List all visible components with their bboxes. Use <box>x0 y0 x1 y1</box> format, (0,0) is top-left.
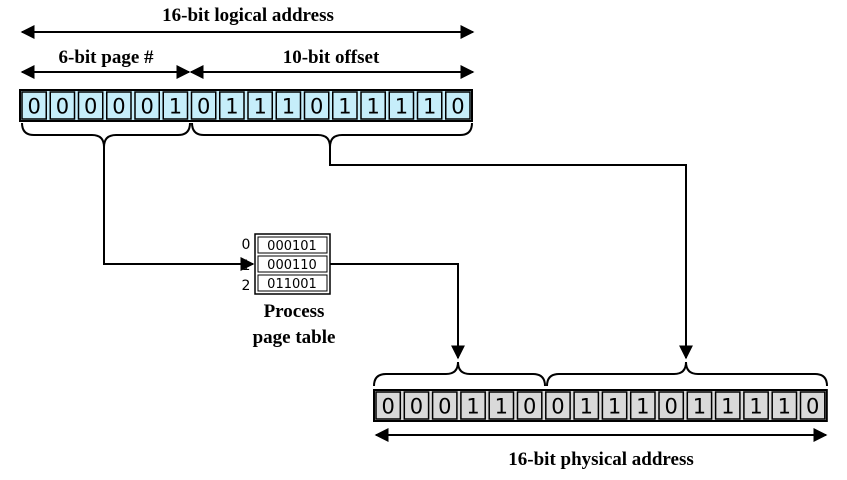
physical-bit-cell <box>460 391 486 420</box>
frame-number-to-physical-arrow <box>330 263 465 360</box>
logical-bit: 1 <box>338 95 351 119</box>
physical-bit-cell <box>658 391 685 420</box>
physical-bit: 1 <box>693 395 706 419</box>
page-table-entry-0-box <box>257 236 328 254</box>
logical-bit: 1 <box>253 95 266 119</box>
logical-bit-cell <box>134 91 160 120</box>
page-table-caption-line1: Process <box>264 301 325 322</box>
logical-bit-cell <box>190 91 217 120</box>
logical-bit-cell <box>219 91 245 120</box>
physical-bit-cell <box>601 391 628 420</box>
physical-bit-cell <box>488 391 515 420</box>
physical-bit-cell <box>545 391 571 420</box>
physical-bit-cell <box>799 391 826 420</box>
logical-bit: 1 <box>395 95 408 119</box>
page-table-entry-1: 000110 <box>267 258 317 273</box>
page-table-entry-2-box <box>257 274 328 292</box>
physical-bit-cell <box>743 391 769 420</box>
offset-label: 10-bit offset <box>283 47 380 68</box>
physical-bit: 0 <box>664 395 677 419</box>
page-number-to-table-arrow <box>103 147 255 271</box>
page-table-caption-line2: page table <box>253 327 336 348</box>
logical-bit-cell <box>162 91 189 120</box>
page-table-entry-0: 000101 <box>267 239 317 254</box>
physical-bit-cell <box>403 391 430 420</box>
physical-bit-cell <box>714 391 741 420</box>
frame-number-brace <box>373 361 546 387</box>
logical-bit-cell <box>275 91 302 120</box>
physical-address-title: 16-bit physical address <box>508 449 693 470</box>
physical-bit-cell <box>573 391 600 420</box>
physical-bit-cell <box>629 391 656 420</box>
logical-bit-cell <box>416 91 443 120</box>
logical-bit: 1 <box>282 95 295 119</box>
logical-bit: 1 <box>423 95 436 119</box>
physical-bit: 1 <box>778 395 791 419</box>
logical-bit: 0 <box>310 95 323 119</box>
logical-register-outline <box>19 89 473 122</box>
logical-address-title: 16-bit logical address <box>162 5 334 26</box>
physical-bit-cell <box>516 391 543 420</box>
logical-bit: 0 <box>197 95 210 119</box>
physical-bit-cell <box>431 391 458 420</box>
process-page-table: 0 1 2 000101 000110 011001 Process page … <box>242 233 336 348</box>
physical-register-outline <box>373 389 828 422</box>
physical-bit: 0 <box>806 395 819 419</box>
logical-bit-cell <box>49 91 76 120</box>
physical-bit: 1 <box>721 395 734 419</box>
page-table-index-1: 1 <box>242 258 251 274</box>
logical-bit: 1 <box>366 95 379 119</box>
logical-bit-cell <box>247 91 273 120</box>
offset-to-physical-arrow <box>329 147 693 360</box>
physical-bit: 1 <box>466 395 479 419</box>
logical-bit-cell <box>21 91 47 120</box>
page-table-entry-1-box <box>257 255 328 273</box>
logical-bit-cell <box>360 91 386 120</box>
logical-bit-cell <box>332 91 358 120</box>
physical-bit: 0 <box>438 395 451 419</box>
physical-bit: 0 <box>410 395 423 419</box>
offset-brace <box>191 122 473 148</box>
logical-bit: 1 <box>225 95 238 119</box>
logical-bit: 0 <box>451 95 464 119</box>
logical-bit: 0 <box>27 95 40 119</box>
logical-bit-cell <box>77 91 104 120</box>
physical-bit-cell <box>771 391 798 420</box>
logical-bit-cell <box>445 91 471 120</box>
page-table-index-2: 2 <box>242 278 251 294</box>
physical-offset-brace <box>546 361 828 387</box>
page-table-entry-2: 011001 <box>267 277 317 292</box>
logical-bit: 0 <box>84 95 97 119</box>
physical-bit: 1 <box>749 395 762 419</box>
physical-bit: 1 <box>608 395 621 419</box>
physical-bit: 0 <box>523 395 536 419</box>
logical-bit: 0 <box>112 95 125 119</box>
logical-bit-cell <box>388 91 415 120</box>
physical-bit: 0 <box>551 395 564 419</box>
page-number-brace <box>21 122 191 148</box>
physical-bit: 0 <box>381 395 394 419</box>
logical-bit-cell <box>106 91 132 120</box>
page-table-index-0: 0 <box>242 237 251 253</box>
logical-bit: 0 <box>56 95 69 119</box>
physical-bit: 1 <box>636 395 649 419</box>
physical-bit-cell <box>375 391 402 420</box>
physical-bit: 1 <box>495 395 508 419</box>
physical-bit: 1 <box>580 395 593 419</box>
logical-bit: 1 <box>169 95 182 119</box>
logical-bit-cell <box>303 91 330 120</box>
physical-bit-cell <box>686 391 713 420</box>
logical-bit: 0 <box>140 95 153 119</box>
page-number-label: 6-bit page # <box>59 47 155 68</box>
